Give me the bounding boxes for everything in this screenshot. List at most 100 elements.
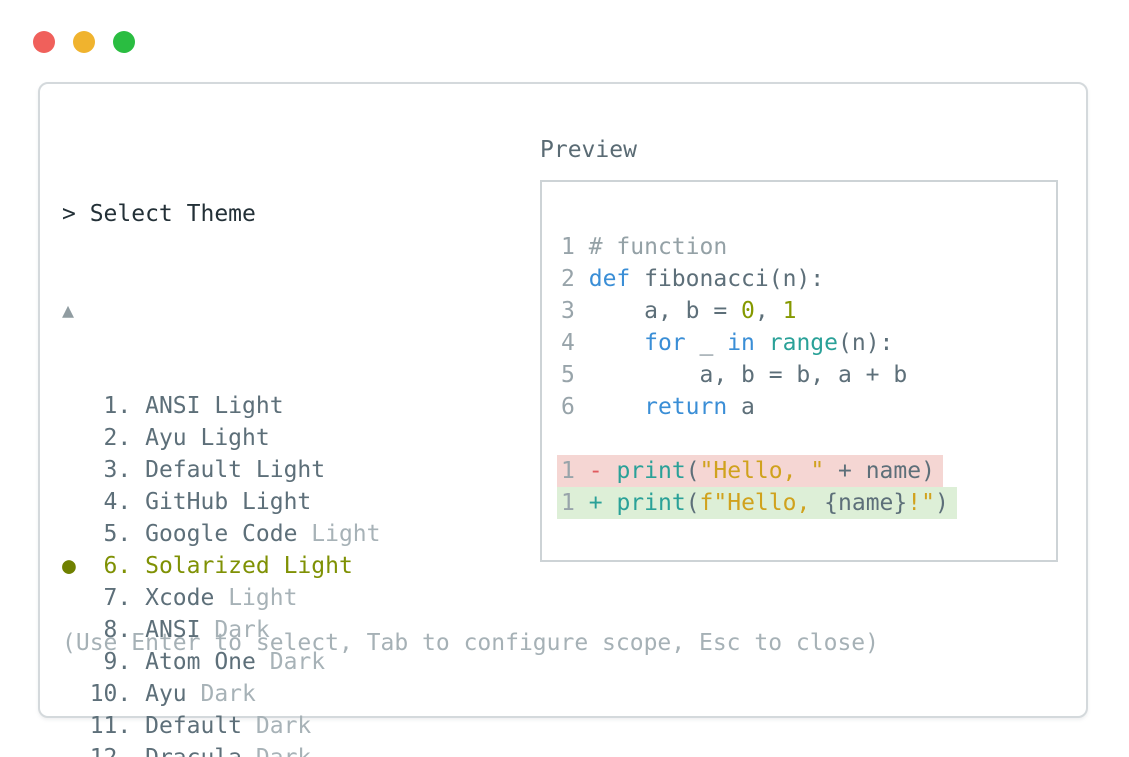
token-plain xyxy=(575,330,644,356)
diff-added-line: 1 + print(f"Hello, {name}!") xyxy=(557,487,1056,519)
theme-item-name: Atom One xyxy=(145,649,270,675)
token-kw: in xyxy=(727,330,755,356)
theme-item-number: 6. xyxy=(89,553,146,579)
theme-item-variant: Light xyxy=(311,521,381,547)
theme-item[interactable]: 1. ANSI Light xyxy=(62,390,381,422)
theme-item[interactable]: ● 6. Solarized Light xyxy=(62,550,381,582)
theme-item-number: 2. xyxy=(89,425,146,451)
theme-item-name: Default xyxy=(145,713,256,739)
token-plus: + xyxy=(588,490,603,516)
theme-item-name: GitHub xyxy=(145,489,243,515)
theme-item-name: ANSI xyxy=(145,393,215,419)
theme-item-variant: Light xyxy=(228,585,298,611)
theme-item[interactable]: 12. Dracula Dark xyxy=(62,742,381,757)
theme-item-name: Solarized xyxy=(145,553,284,579)
theme-item-variant: Light xyxy=(255,457,326,483)
theme-item[interactable]: 5. Google Code Light xyxy=(62,518,381,550)
gutter-spacer xyxy=(62,521,90,547)
gutter-spacer xyxy=(62,425,90,451)
theme-item-variant: Dark xyxy=(255,713,312,739)
token-num: 1 xyxy=(561,234,575,260)
theme-item-name: Ayu xyxy=(145,425,201,451)
code-line: 1 # function xyxy=(561,231,1056,263)
theme-item-variant: Light xyxy=(214,393,284,419)
zoom-button[interactable] xyxy=(113,31,135,53)
theme-list: 1. ANSI Light 2. Ayu Light 3. Default Li… xyxy=(62,390,381,757)
token-fn: range xyxy=(768,330,839,356)
token-plain: a xyxy=(727,394,755,420)
theme-item-number: 4. xyxy=(89,489,146,515)
theme-item[interactable]: 10. Ayu Dark xyxy=(62,678,381,710)
token-plain xyxy=(603,458,617,484)
token-num: 3 xyxy=(561,298,575,324)
theme-item-name: Google Code xyxy=(145,521,312,547)
token-num: 4 xyxy=(561,330,575,356)
diff-removed-line: 1 - print("Hello, " + name) xyxy=(557,455,1056,487)
token-plain: ( xyxy=(685,490,700,516)
diff-highlight: 1 + print(f"Hello, {name}!") xyxy=(557,487,957,519)
theme-item-variant: Dark xyxy=(269,649,326,675)
theme-item-variant: Light xyxy=(242,489,312,515)
minimize-button[interactable] xyxy=(73,31,95,53)
token-num: 5 xyxy=(561,362,575,388)
theme-item-name: Xcode xyxy=(145,585,229,611)
diff-highlight: 1 - print("Hello, " + name) xyxy=(557,455,943,487)
token-plain: fibonacci(n): xyxy=(630,266,825,292)
theme-item-name: ANSI xyxy=(145,617,215,643)
code-line: 2 def fibonacci(n): xyxy=(561,263,1056,295)
theme-selector-panel: > Select Theme ▲ 1. ANSI Light 2. Ayu Li… xyxy=(38,82,1088,757)
token-plain xyxy=(575,266,589,292)
code-line: 3 a, b = 0, 1 xyxy=(561,295,1056,327)
token-num: 1 xyxy=(561,490,575,516)
token-plain: + name) xyxy=(824,458,935,484)
theme-item[interactable]: 4. GitHub Light xyxy=(62,486,381,518)
theme-item-number: 11. xyxy=(89,713,146,739)
help-text: (Use Enter to select, Tab to configure s… xyxy=(62,630,879,656)
gutter-spacer xyxy=(62,457,90,483)
token-plain: {name} xyxy=(824,490,908,516)
selected-indicator-icon: ● xyxy=(62,553,90,579)
theme-item-number: 5. xyxy=(89,521,146,547)
token-num: 1 xyxy=(561,458,575,484)
token-kw: def xyxy=(588,266,631,292)
token-lit: 1 xyxy=(782,298,797,324)
close-button[interactable] xyxy=(33,31,55,53)
select-theme-prompt: > Select Theme xyxy=(62,201,256,227)
token-minus: - xyxy=(588,458,603,484)
theme-item[interactable]: 7. Xcode Light xyxy=(62,582,381,614)
theme-item[interactable]: 3. Default Light xyxy=(62,454,381,486)
gutter-spacer xyxy=(62,745,90,757)
theme-item-number: 1. xyxy=(89,393,146,419)
token-plain: a, b = xyxy=(574,298,742,324)
code-line: 5 a, b = b, a + b xyxy=(561,359,1056,391)
theme-item-number: 9. xyxy=(89,649,146,675)
theme-item[interactable]: 9. Atom One Dark xyxy=(62,646,381,678)
token-plain: a, b = b, a + b xyxy=(574,362,908,388)
theme-item[interactable]: 8. ANSI Dark xyxy=(62,614,381,646)
token-plain xyxy=(575,234,589,260)
theme-item-number: 10. xyxy=(89,681,146,707)
token-plain xyxy=(755,330,769,356)
token-num: 6 xyxy=(561,394,575,420)
theme-item[interactable]: 2. Ayu Light xyxy=(62,422,381,454)
token-plain xyxy=(575,458,589,484)
theme-item-name: Ayu xyxy=(145,681,201,707)
token-plain xyxy=(575,394,644,420)
theme-item-name: Dracula xyxy=(145,745,256,757)
token-str: "Hello, " xyxy=(699,458,825,484)
token-plain xyxy=(575,490,589,516)
token-str: f"Hello, xyxy=(699,490,825,516)
preview-label: Preview xyxy=(540,137,637,163)
token-fn: print xyxy=(616,490,686,516)
theme-item-variant: Dark xyxy=(200,681,256,707)
token-plain: _ xyxy=(685,330,728,356)
theme-item[interactable]: 11. Default Dark xyxy=(62,710,381,742)
gutter-spacer xyxy=(62,681,90,707)
scroll-up-icon[interactable]: ▲ xyxy=(62,298,75,322)
theme-item-number: 8. xyxy=(89,617,146,643)
theme-item-name: Default xyxy=(145,457,256,483)
code-line xyxy=(561,423,1056,455)
